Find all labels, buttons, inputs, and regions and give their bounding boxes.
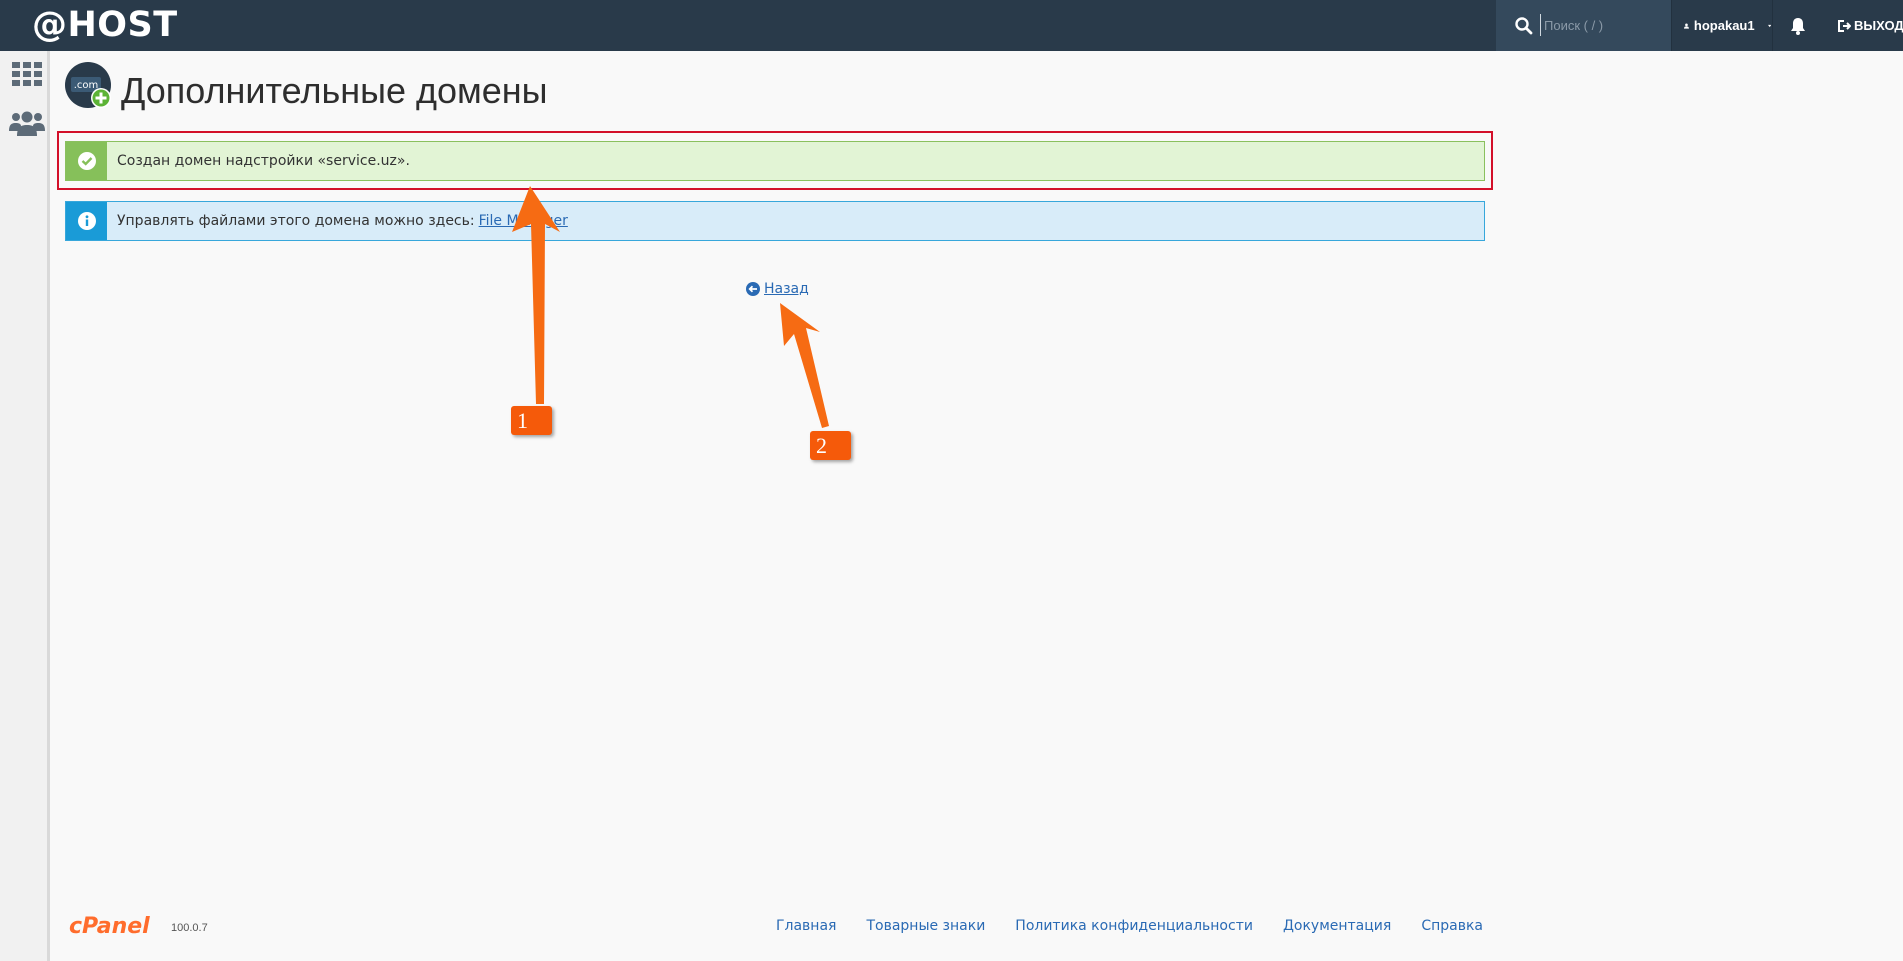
success-alert: Создан домен надстройки «service.uz». (65, 141, 1485, 181)
footer-link-home[interactable]: Главная (775, 918, 837, 934)
logout-label: ВЫХОД (1854, 18, 1903, 33)
success-alert-badge (66, 142, 107, 180)
footer-link-privacy[interactable]: Политика конфиденциальности (1015, 918, 1253, 934)
highlight-frame (57, 131, 1493, 190)
logout-button[interactable]: ВЫХОД (1838, 0, 1903, 51)
footer-link-help[interactable]: Справка (1421, 918, 1483, 934)
cpanel-logo[interactable]: cPanel (69, 912, 165, 938)
brand-logo[interactable]: @HOST (32, 5, 178, 45)
grid-icon[interactable] (12, 62, 42, 86)
annotation-arrow-2 (780, 303, 829, 428)
version-text: 100.0.7 (171, 922, 208, 934)
check-circle-icon (77, 152, 96, 170)
footer-links: Главная Товарные знаки Политика конфиден… (776, 918, 1483, 934)
back-label: Назад (764, 281, 809, 297)
search-input[interactable] (1540, 14, 1662, 36)
back-link[interactable]: Назад (746, 281, 809, 297)
addon-domain-icon: .com (65, 62, 111, 108)
footer-link-docs[interactable]: Документация (1282, 918, 1392, 934)
chevron-down-icon (1767, 24, 1771, 27)
logout-icon (1838, 19, 1851, 32)
notifications-button[interactable] (1772, 0, 1822, 51)
cpanel-logo-text: cPanel (69, 914, 150, 938)
info-circle-icon (77, 212, 96, 230)
search-icon (1515, 17, 1533, 35)
bell-icon (1790, 17, 1805, 35)
sidebar (0, 51, 50, 961)
user-icon (1684, 23, 1689, 29)
user-menu[interactable]: hopakau1 (1671, 0, 1771, 51)
users-icon[interactable] (9, 110, 45, 136)
info-alert-badge (66, 202, 107, 240)
file-manager-link[interactable]: File Manager (478, 213, 568, 229)
user-name: hopakau1 (1693, 18, 1755, 33)
top-bar: @HOST hopakau1 ВЫХОД (0, 0, 1903, 51)
addon-domain-icon-text: .com (74, 80, 99, 91)
annotation-badge-1: 1 (511, 406, 552, 435)
search-box[interactable] (1496, 0, 1671, 51)
annotation-badge-2: 2 (810, 431, 851, 460)
footer-link-trademarks[interactable]: Товарные знаки (866, 918, 986, 934)
page-title: Дополнительные домены (121, 70, 548, 111)
info-alert-text: Управлять файлами этого домена можно зде… (117, 213, 475, 229)
success-alert-text: Создан домен надстройки «service.uz». (117, 153, 410, 169)
info-alert: Управлять файлами этого домена можно зде… (65, 201, 1485, 241)
arrow-circle-left-icon (746, 282, 760, 296)
